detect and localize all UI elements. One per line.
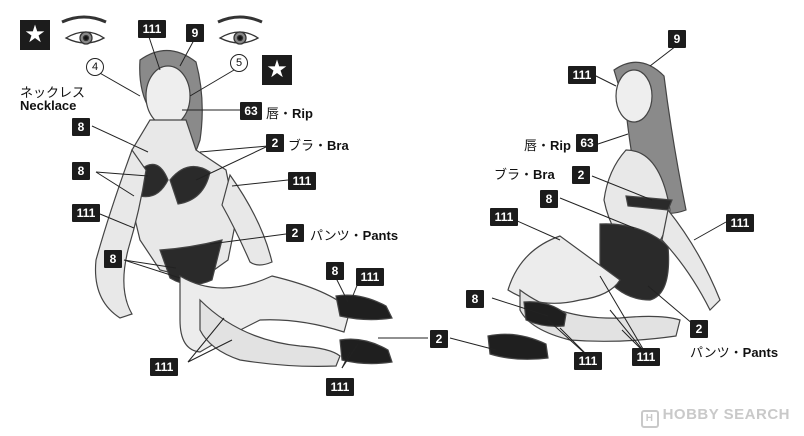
figure-back — [487, 61, 721, 360]
hobby-search-logo-icon: H — [640, 410, 659, 428]
color-code-skin: 111 — [490, 208, 518, 226]
color-code-skin: 111 — [138, 20, 166, 38]
color-code-lip: 63 — [240, 102, 262, 120]
color-code-skin: 111 — [726, 214, 754, 232]
color-code-skin: 111 — [568, 66, 596, 84]
color-code-strap: 8 — [466, 290, 484, 308]
figure-front — [94, 49, 393, 367]
star-icon: ★ — [262, 55, 292, 85]
color-code-bra: 2 — [266, 134, 284, 152]
color-code-skin: 111 — [288, 172, 316, 190]
eye-left-illustration — [61, 15, 107, 45]
color-code-strap: 8 — [104, 250, 122, 268]
color-code-bra: 2 — [690, 320, 708, 338]
pants-label: パンツ・Pants — [310, 228, 399, 243]
eye-color-code-left: 4 — [86, 58, 104, 76]
star-icon: ★ — [20, 20, 50, 50]
color-code-skin: 111 — [326, 378, 354, 396]
color-code-skin: 111 — [150, 358, 178, 376]
color-code-skin: 111 — [632, 348, 660, 366]
color-code-skin: 111 — [574, 352, 602, 370]
color-code-strap: 8 — [326, 262, 344, 280]
color-code-skin: 111 — [356, 268, 384, 286]
color-code-skin: 111 — [72, 204, 100, 222]
lip-label: 唇・Rip — [266, 106, 313, 121]
color-code-hair: 9 — [186, 24, 204, 42]
color-code-hair: 9 — [668, 30, 686, 48]
eye-right-illustration — [217, 15, 263, 45]
color-code-strap: 8 — [72, 118, 90, 136]
color-code-bra: 2 — [430, 330, 448, 348]
bra-label: ブラ・Bra — [494, 167, 555, 182]
pants-label: パンツ・Pants — [690, 345, 779, 360]
necklace-label-jp: ネックレス — [20, 85, 86, 100]
color-code-lip: 63 — [576, 134, 598, 152]
leader-lines — [91, 33, 727, 369]
necklace-label-en: Necklace — [20, 98, 77, 113]
color-code-bra: 2 — [286, 224, 304, 242]
lip-label: 唇・Rip — [524, 138, 571, 153]
color-code-strap: 8 — [540, 190, 558, 208]
bra-label: ブラ・Bra — [288, 138, 349, 153]
color-code-strap: 8 — [72, 162, 90, 180]
color-code-bra: 2 — [572, 166, 590, 184]
eye-color-code-right: 5 — [230, 54, 248, 72]
